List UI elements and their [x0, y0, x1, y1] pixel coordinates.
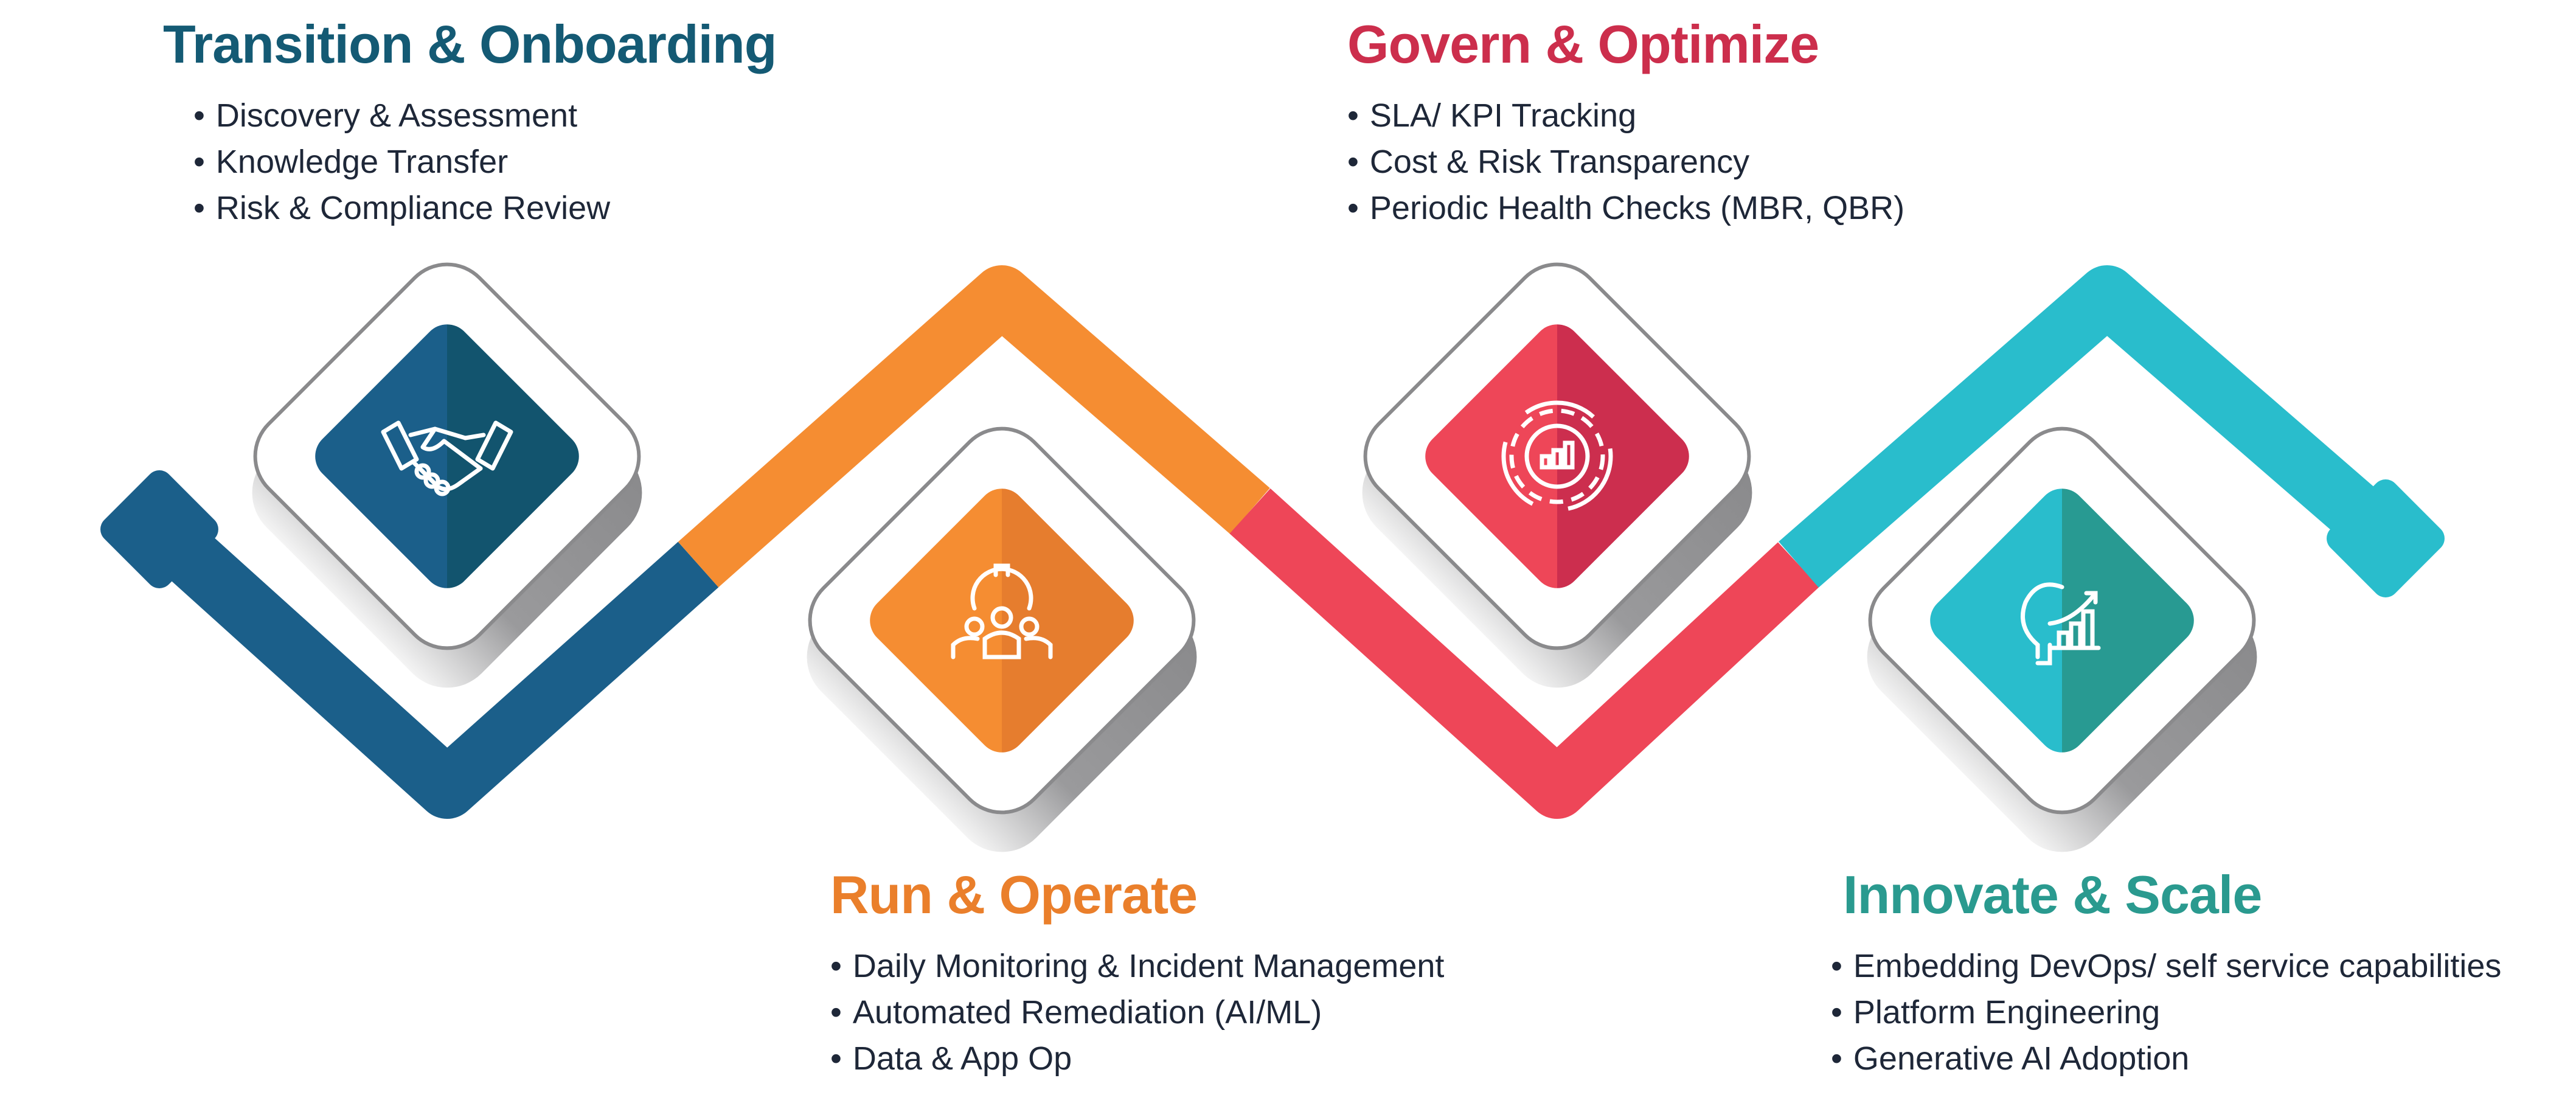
stage-bullets: Discovery & Assessment Knowledge Transfe… — [163, 92, 777, 231]
stage-diamond-4 — [1847, 410, 2277, 872]
gear-chart-cycle-icon — [1501, 400, 1613, 512]
stage-1-text: Transition & Onboarding Discovery & Asse… — [163, 13, 777, 231]
bullet-item: SLA/ KPI Tracking — [1347, 92, 1904, 139]
team-gear-icon — [951, 563, 1053, 659]
stage-3-text: Govern & Optimize SLA/ KPI Tracking Cost… — [1347, 13, 1904, 231]
stage-title: Run & Operate — [830, 864, 1198, 925]
stage-2-text: Run & Operate Daily Monitoring & Inciden… — [830, 864, 1444, 1082]
bullet-item: Automated Remediation (AI/ML) — [830, 989, 1444, 1035]
stage-bullets: Daily Monitoring & Incident Management A… — [830, 943, 1445, 1082]
path-start-cap — [100, 470, 218, 588]
stage-title: Innovate & Scale — [1843, 864, 2262, 925]
lightbulb-growth-icon — [2021, 582, 2101, 666]
path-segment-red — [1229, 488, 1819, 819]
stage-bullets: Embedding DevOps/ self service capabilit… — [1831, 943, 2502, 1082]
bullet-item: Discovery & Assessment — [193, 92, 777, 139]
bullet-item: Risk & Compliance Review — [193, 185, 777, 231]
bullet-item: Data & App Op — [830, 1035, 1444, 1082]
stage-diamond-2 — [786, 410, 1217, 872]
bullet-item: Cost & Risk Transparency — [1347, 139, 1904, 185]
stage-4-text: Innovate & Scale Embedding DevOps/ self … — [1843, 864, 2501, 1082]
handshake-icon — [381, 420, 513, 496]
stage-bullets: SLA/ KPI Tracking Cost & Risk Transparen… — [1347, 92, 1904, 231]
stage-title: Transition & Onboarding — [163, 14, 777, 74]
bullet-item: Daily Monitoring & Incident Management — [830, 943, 1445, 989]
path-segment-orange — [678, 265, 1270, 588]
path-segment-teal — [1779, 265, 2401, 588]
stage-title: Govern & Optimize — [1347, 14, 1819, 74]
bullet-item: Periodic Health Checks (MBR, QBR) — [1347, 185, 1904, 231]
bullet-item: Knowledge Transfer — [193, 139, 777, 185]
bullet-item: Generative AI Adoption — [1831, 1035, 2501, 1082]
path-end-cap — [2327, 479, 2445, 597]
bullet-item: Platform Engineering — [1831, 989, 2501, 1035]
stage-diamond-1 — [232, 246, 662, 708]
bullet-item: Embedding DevOps/ self service capabilit… — [1831, 943, 2502, 989]
stage-diamond-3 — [1342, 246, 1772, 708]
path-segment-blue — [144, 510, 719, 819]
